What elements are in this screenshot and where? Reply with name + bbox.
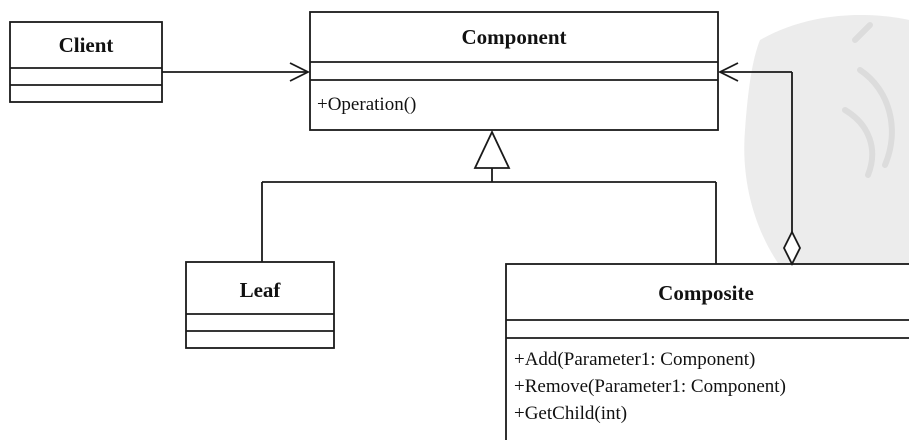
component-class-name: Component <box>461 25 566 49</box>
open-arrow-head <box>289 62 311 82</box>
class-client: Client <box>9 21 163 103</box>
client-class-name: Client <box>59 33 114 57</box>
composite-operation-getchild: +GetChild(int) <box>514 403 627 424</box>
component-operation: +Operation() <box>317 94 416 115</box>
composite-operation-add: +Add(Parameter1: Component) <box>514 349 755 370</box>
generalization-to-component <box>261 129 717 264</box>
class-leaf: Leaf <box>185 261 335 349</box>
inheritance-triangle <box>473 129 511 169</box>
class-component: Component +Operation() <box>309 11 719 131</box>
aggregation-composite-component <box>717 62 802 267</box>
watermark-logo <box>744 15 909 319</box>
leaf-class-name: Leaf <box>240 278 282 302</box>
class-composite: Composite +Add(Parameter1: Component) +R… <box>505 263 909 440</box>
open-arrow-head <box>717 62 739 82</box>
association-client-component <box>162 62 311 82</box>
composite-class-name: Composite <box>658 281 754 305</box>
composite-operation-remove: +Remove(Parameter1: Component) <box>514 376 786 397</box>
